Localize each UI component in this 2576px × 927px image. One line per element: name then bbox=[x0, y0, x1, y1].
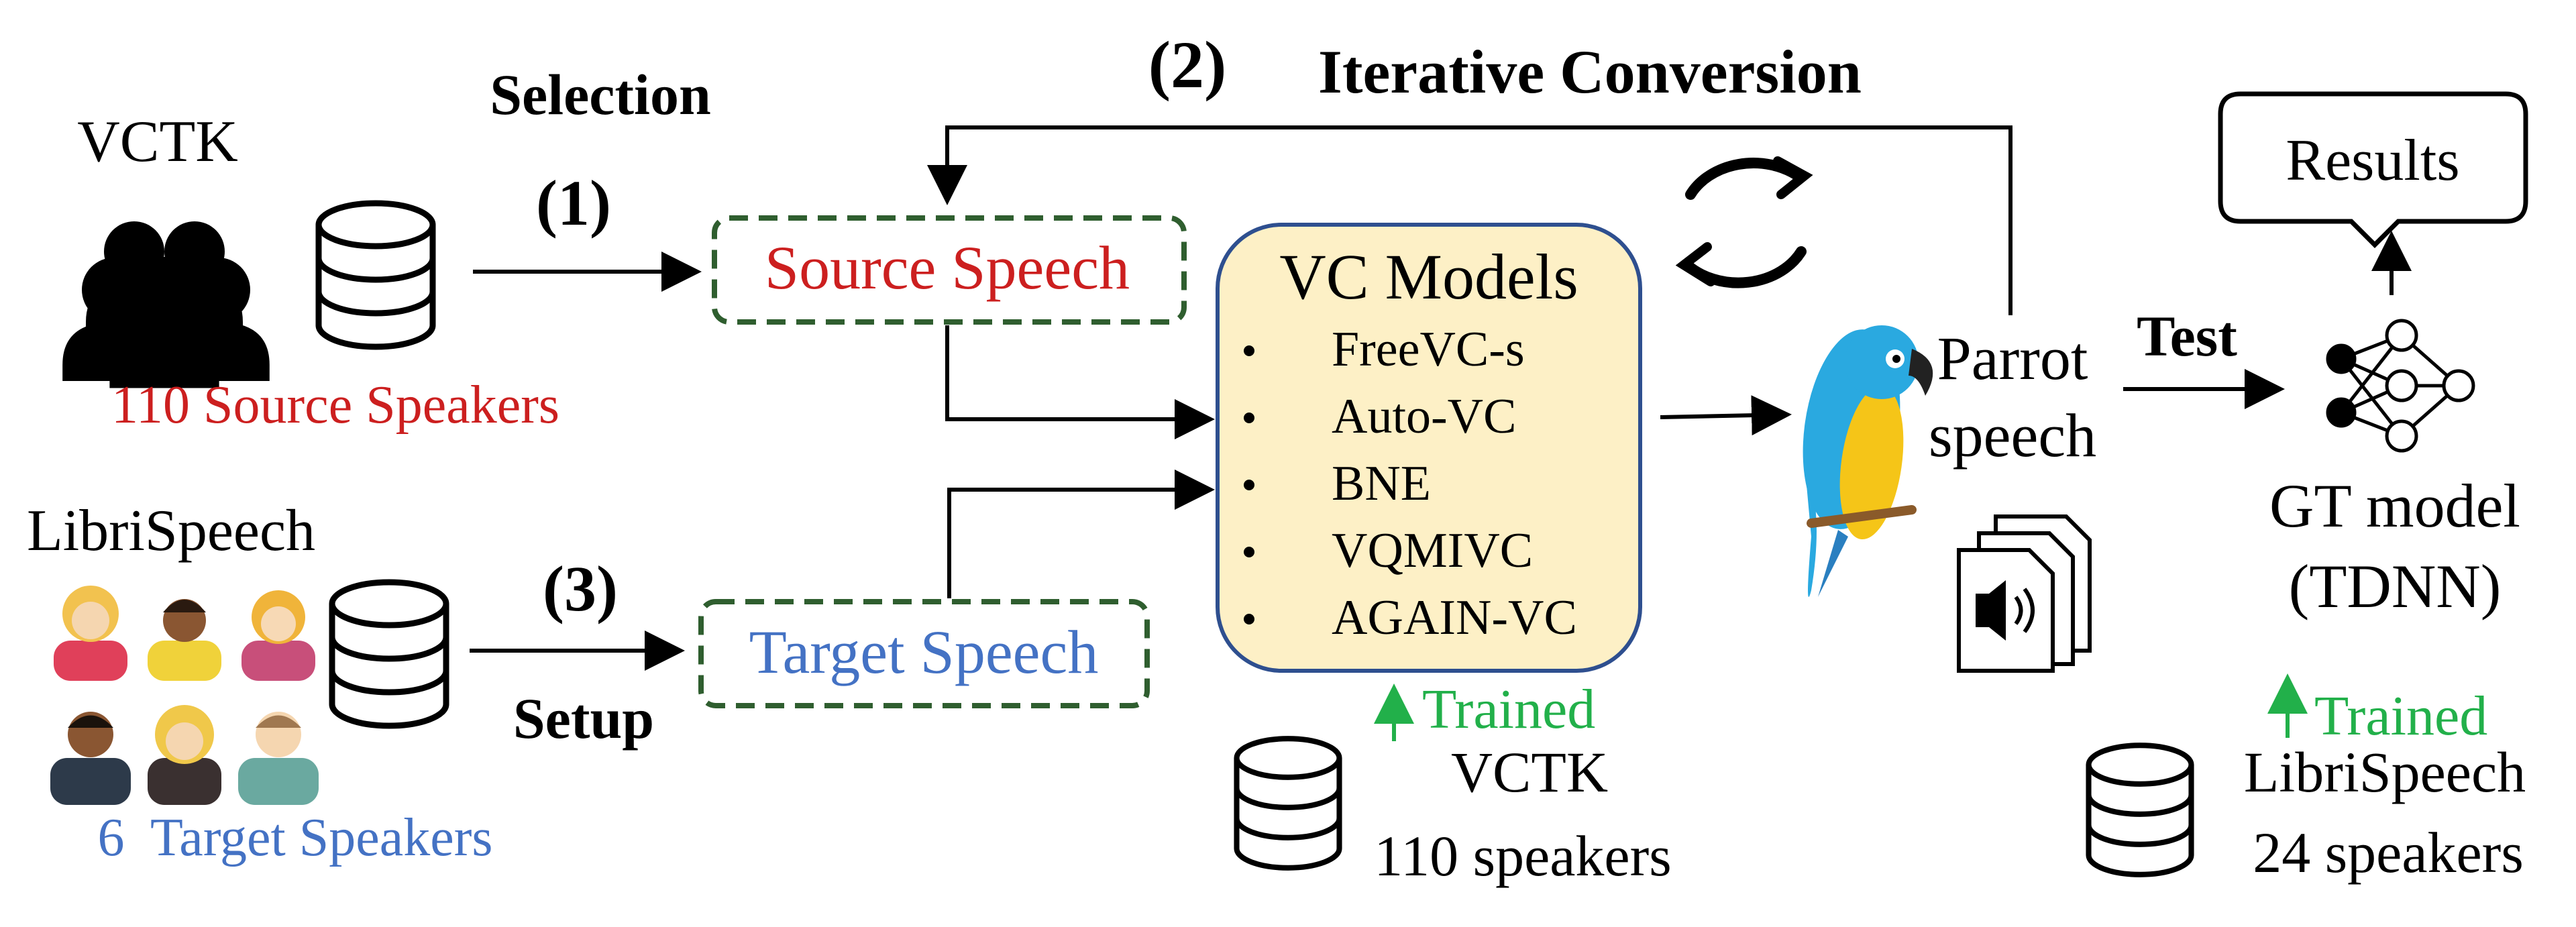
vc-train-database-icon bbox=[1237, 739, 1340, 868]
target-speakers-label: 6 Target Speakers bbox=[97, 808, 492, 867]
vc-model-bullet bbox=[1244, 413, 1254, 423]
results-label: Results bbox=[2286, 128, 2459, 193]
vc-models-box bbox=[1216, 223, 1642, 673]
arrow-iterative-loop bbox=[927, 125, 2012, 315]
gt-model-line1: GT model bbox=[2269, 472, 2520, 540]
source-speakers-group-icon bbox=[62, 221, 270, 388]
gt-trained-label: Trained bbox=[2314, 685, 2487, 747]
source-dataset-name: VCTK bbox=[77, 109, 238, 174]
source-database-icon bbox=[319, 203, 433, 347]
setup-label: Setup bbox=[513, 686, 654, 751]
step2-label: Iterative Conversion bbox=[1318, 38, 1862, 106]
gt-train-dataset: LibriSpeech bbox=[2244, 740, 2526, 804]
vc-model-bullet bbox=[1244, 480, 1254, 490]
step1-label: (1) bbox=[536, 167, 611, 239]
test-label: Test bbox=[2137, 304, 2237, 368]
gt-train-speakers: 24 speakers bbox=[2253, 820, 2524, 885]
audio-files-icon bbox=[1957, 514, 2092, 673]
target-speech-box bbox=[698, 599, 1150, 708]
vc-model-bullet bbox=[1244, 547, 1254, 557]
vc-model-item: BNE bbox=[1332, 456, 1431, 511]
gt-train-database-icon bbox=[2089, 745, 2192, 875]
vc-model-bullet bbox=[1244, 614, 1254, 624]
source-speakers-label: 110 Source Speakers bbox=[111, 376, 559, 435]
vc-trained-label: Trained bbox=[1422, 678, 1595, 741]
vc-model-item: AGAIN-VC bbox=[1332, 590, 1577, 645]
selection-label: Selection bbox=[490, 62, 711, 127]
arrow-source-to-vc bbox=[945, 325, 1215, 439]
vc-model-item: Auto-VC bbox=[1332, 389, 1516, 444]
results-bubble bbox=[2218, 91, 2528, 248]
parrot-line2: speech bbox=[1929, 401, 2096, 470]
vc-model-bullet bbox=[1244, 345, 1254, 356]
vc-train-dataset: VCTK bbox=[1451, 740, 1608, 804]
arrow-target-to-vc bbox=[947, 470, 1215, 598]
cycle-icon bbox=[1675, 156, 1813, 288]
source-speech-label: Source Speech bbox=[765, 233, 1130, 302]
step2-number: (2) bbox=[1148, 28, 1227, 102]
parrot-line1: Parrot bbox=[1937, 324, 2088, 392]
parrot-icon bbox=[1803, 325, 1933, 597]
vc-model-item: VQMIVC bbox=[1332, 523, 1533, 578]
step3-label: (3) bbox=[543, 553, 618, 624]
target-dataset-name: LibriSpeech bbox=[27, 498, 315, 563]
target-speakers-icon bbox=[50, 586, 319, 805]
vc-model-item: FreeVC-s bbox=[1332, 322, 1525, 377]
source-speech-box bbox=[712, 215, 1187, 325]
target-speech-label: Target Speech bbox=[749, 618, 1099, 686]
gt-model-line2: (TDNN) bbox=[2289, 552, 2502, 620]
vc-models-title: VC Models bbox=[1279, 241, 1578, 313]
vc-train-speakers: 110 speakers bbox=[1374, 824, 1671, 888]
target-database-icon bbox=[332, 582, 446, 726]
neural-network-icon bbox=[2326, 319, 2475, 453]
arrow-vc-to-parrot bbox=[1660, 395, 1792, 436]
